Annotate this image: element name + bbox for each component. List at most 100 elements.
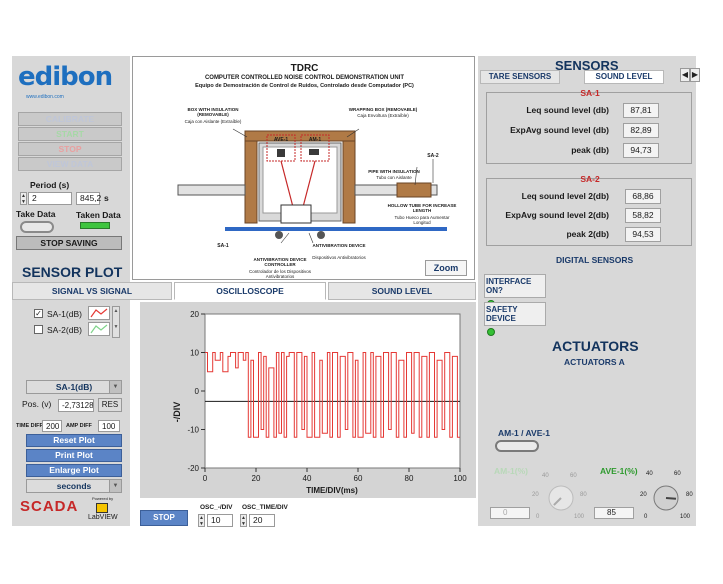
reset-plot-button[interactable]: Reset Plot	[26, 434, 122, 447]
sa2-legend-label: SA-2(dB)	[47, 325, 82, 335]
box-insulation-label: BOX WITH INSULATION (REMOVABLE)	[187, 107, 239, 117]
sa1-checkbox[interactable]: ✓	[34, 309, 43, 318]
wrapping-box-label: WRAPPING BOX (REMOVABLE)	[348, 107, 418, 112]
tab-next-icon[interactable]: ▶	[690, 68, 700, 82]
ave1-tick-40: 40	[646, 471, 653, 477]
ave1-knob-needle	[665, 497, 677, 500]
sa2-checkbox[interactable]	[34, 325, 43, 334]
chevron-down-icon: ▼	[109, 381, 121, 393]
diagram-subtitle-es: Equipo de Demostración de Control de Rui…	[195, 83, 414, 89]
sa1-swatch-icon	[90, 308, 108, 318]
antivib-controller-label: ANTIVIBRATION DEVICE CONTROLLER	[253, 257, 307, 267]
interface-on-indicator: INTERFACE ON?	[484, 274, 546, 310]
logo-url: www.edibon.com	[26, 94, 64, 100]
x-tick-label: 100	[453, 474, 467, 483]
time-diff-label: TIME DIFF	[16, 423, 43, 429]
sensor-plot-title: SENSOR PLOT	[22, 264, 123, 280]
am1-value-input[interactable]: 0	[490, 507, 530, 519]
take-data-label: Take Data	[16, 209, 56, 219]
powered-by-label: Powered by	[92, 496, 114, 501]
x-tick-label: 80	[405, 474, 414, 483]
sa1-label: SA-1	[217, 243, 229, 249]
chevron-down-icon: ▼	[109, 480, 121, 492]
osc-div-input[interactable]: 10	[207, 514, 233, 527]
amp-diff-input[interactable]: 100	[98, 420, 120, 432]
sa1-peak-value: 94,73	[623, 143, 659, 158]
stop-saving-button[interactable]: STOP SAVING	[16, 236, 122, 250]
zoom-button[interactable]: Zoom	[425, 260, 467, 276]
sa1-peak-label: peak (db)	[571, 145, 609, 155]
calibrate-button[interactable]: CALIBRATE	[18, 112, 122, 126]
digital-sensors-title: DIGITAL SENSORS	[556, 255, 634, 265]
channel-dropdown[interactable]: SA-1(dB) ▼	[26, 380, 122, 394]
sa2-expavg-label: ExpAvg sound level 2(db)	[505, 210, 609, 220]
am1-ave1-switch[interactable]	[495, 440, 539, 452]
am1-tick-100: 100	[574, 514, 585, 520]
labview-icon	[96, 503, 108, 513]
ave1-value-input[interactable]: 85	[594, 507, 634, 519]
x-tick-label: 40	[303, 474, 312, 483]
am1-tick-40: 40	[542, 473, 549, 479]
print-plot-button[interactable]: Print Plot	[26, 449, 122, 462]
sa2-leq-value: 68,86	[625, 189, 661, 204]
box-insulation-label-es: Caja con Aislante (Extraíble)	[184, 119, 242, 124]
am1-ave1-switch-label: AM-1 / AVE-1	[498, 428, 550, 438]
tab-signal-vs-signal[interactable]: SIGNAL VS SIGNAL	[12, 282, 172, 300]
osc-stop-button[interactable]: STOP	[140, 510, 188, 526]
safety-device-indicator: SAFETY DEVICE	[484, 302, 546, 338]
tab-sound-level-sensors[interactable]: SOUND LEVEL	[584, 70, 664, 84]
enlarge-plot-button[interactable]: Enlarge Plot	[26, 464, 122, 477]
sa1-leq-value: 87,81	[623, 103, 659, 118]
period-elapsed: 845,2	[76, 192, 101, 205]
sa1-group-title: SA-1	[580, 88, 600, 98]
osc-div-spinner[interactable]: ▲▼	[198, 514, 205, 527]
antivib-label-es: Dispositivos Antivibratorios	[312, 255, 366, 260]
osc-time-label: OSC_TIME/DIV	[242, 504, 288, 511]
y-tick-label: 0	[195, 387, 200, 396]
start-button[interactable]: START	[18, 127, 122, 141]
y-tick-label: 10	[190, 349, 199, 358]
pipe-label-es: Tubo con Aislante	[376, 175, 412, 180]
period-spinner[interactable]: ▲▼	[20, 192, 27, 205]
am1-tick-0: 0	[536, 514, 540, 520]
am1-tick-20: 20	[532, 492, 539, 498]
am1-knob[interactable]: 20 40 60 80 0 100	[526, 466, 596, 522]
sa2-legend-swatch[interactable]	[88, 322, 110, 336]
osc-time-input[interactable]: 20	[249, 514, 275, 527]
y-tick-label: -20	[187, 464, 199, 473]
period-input[interactable]: 2	[28, 192, 72, 205]
actuators-subtitle: ACTUATORS A	[564, 357, 625, 367]
take-data-toggle[interactable]	[20, 221, 54, 233]
sa1-series-line	[205, 352, 460, 438]
legend-scrollbar[interactable]: ▲▼	[112, 306, 120, 338]
units-dropdown[interactable]: seconds ▼	[26, 479, 122, 493]
tab-sound-level[interactable]: SOUND LEVEL	[328, 282, 476, 300]
sa2-group: SA-2 Leq sound level 2(db) 68,86 ExpAvg …	[486, 174, 692, 246]
time-diff-input[interactable]: 200	[42, 420, 62, 432]
ave1-knob[interactable]: 20 40 60 80 0 100	[640, 466, 698, 522]
sa1-legend-label: SA-1(dB)	[47, 309, 82, 319]
x-tick-label: 20	[252, 474, 261, 483]
view-data-button[interactable]: VIEW DATA	[18, 157, 122, 171]
y-tick-label: -10	[187, 426, 199, 435]
labview-label: LabVIEW	[88, 514, 118, 521]
ave1-tick-100: 100	[680, 514, 691, 520]
tab-tare-sensors[interactable]: TARE SENSORS	[480, 70, 560, 84]
pos-label: Pos. (v)	[22, 399, 52, 409]
safety-device-label: SAFETY DEVICE	[484, 302, 546, 326]
taken-data-led	[80, 222, 110, 229]
osc-time-spinner[interactable]: ▲▼	[240, 514, 247, 527]
ave1-tick-20: 20	[640, 492, 647, 498]
pipe-label: PIPE WITH INSULATION	[368, 169, 420, 174]
amp-diff-label: AMP DIFF	[66, 423, 92, 429]
tab-oscilloscope[interactable]: OSCILLOSCOPE	[174, 282, 326, 300]
pos-input[interactable]: -2,73128	[58, 399, 94, 412]
interface-on-label: INTERFACE ON?	[484, 274, 546, 298]
sa1-legend-swatch[interactable]	[88, 306, 110, 320]
am1-knob-label: AM-1(%)	[494, 466, 528, 476]
res-button[interactable]: RES	[98, 398, 122, 412]
tab-prev-icon[interactable]: ◀	[680, 68, 690, 82]
stop-button[interactable]: STOP	[18, 142, 122, 156]
